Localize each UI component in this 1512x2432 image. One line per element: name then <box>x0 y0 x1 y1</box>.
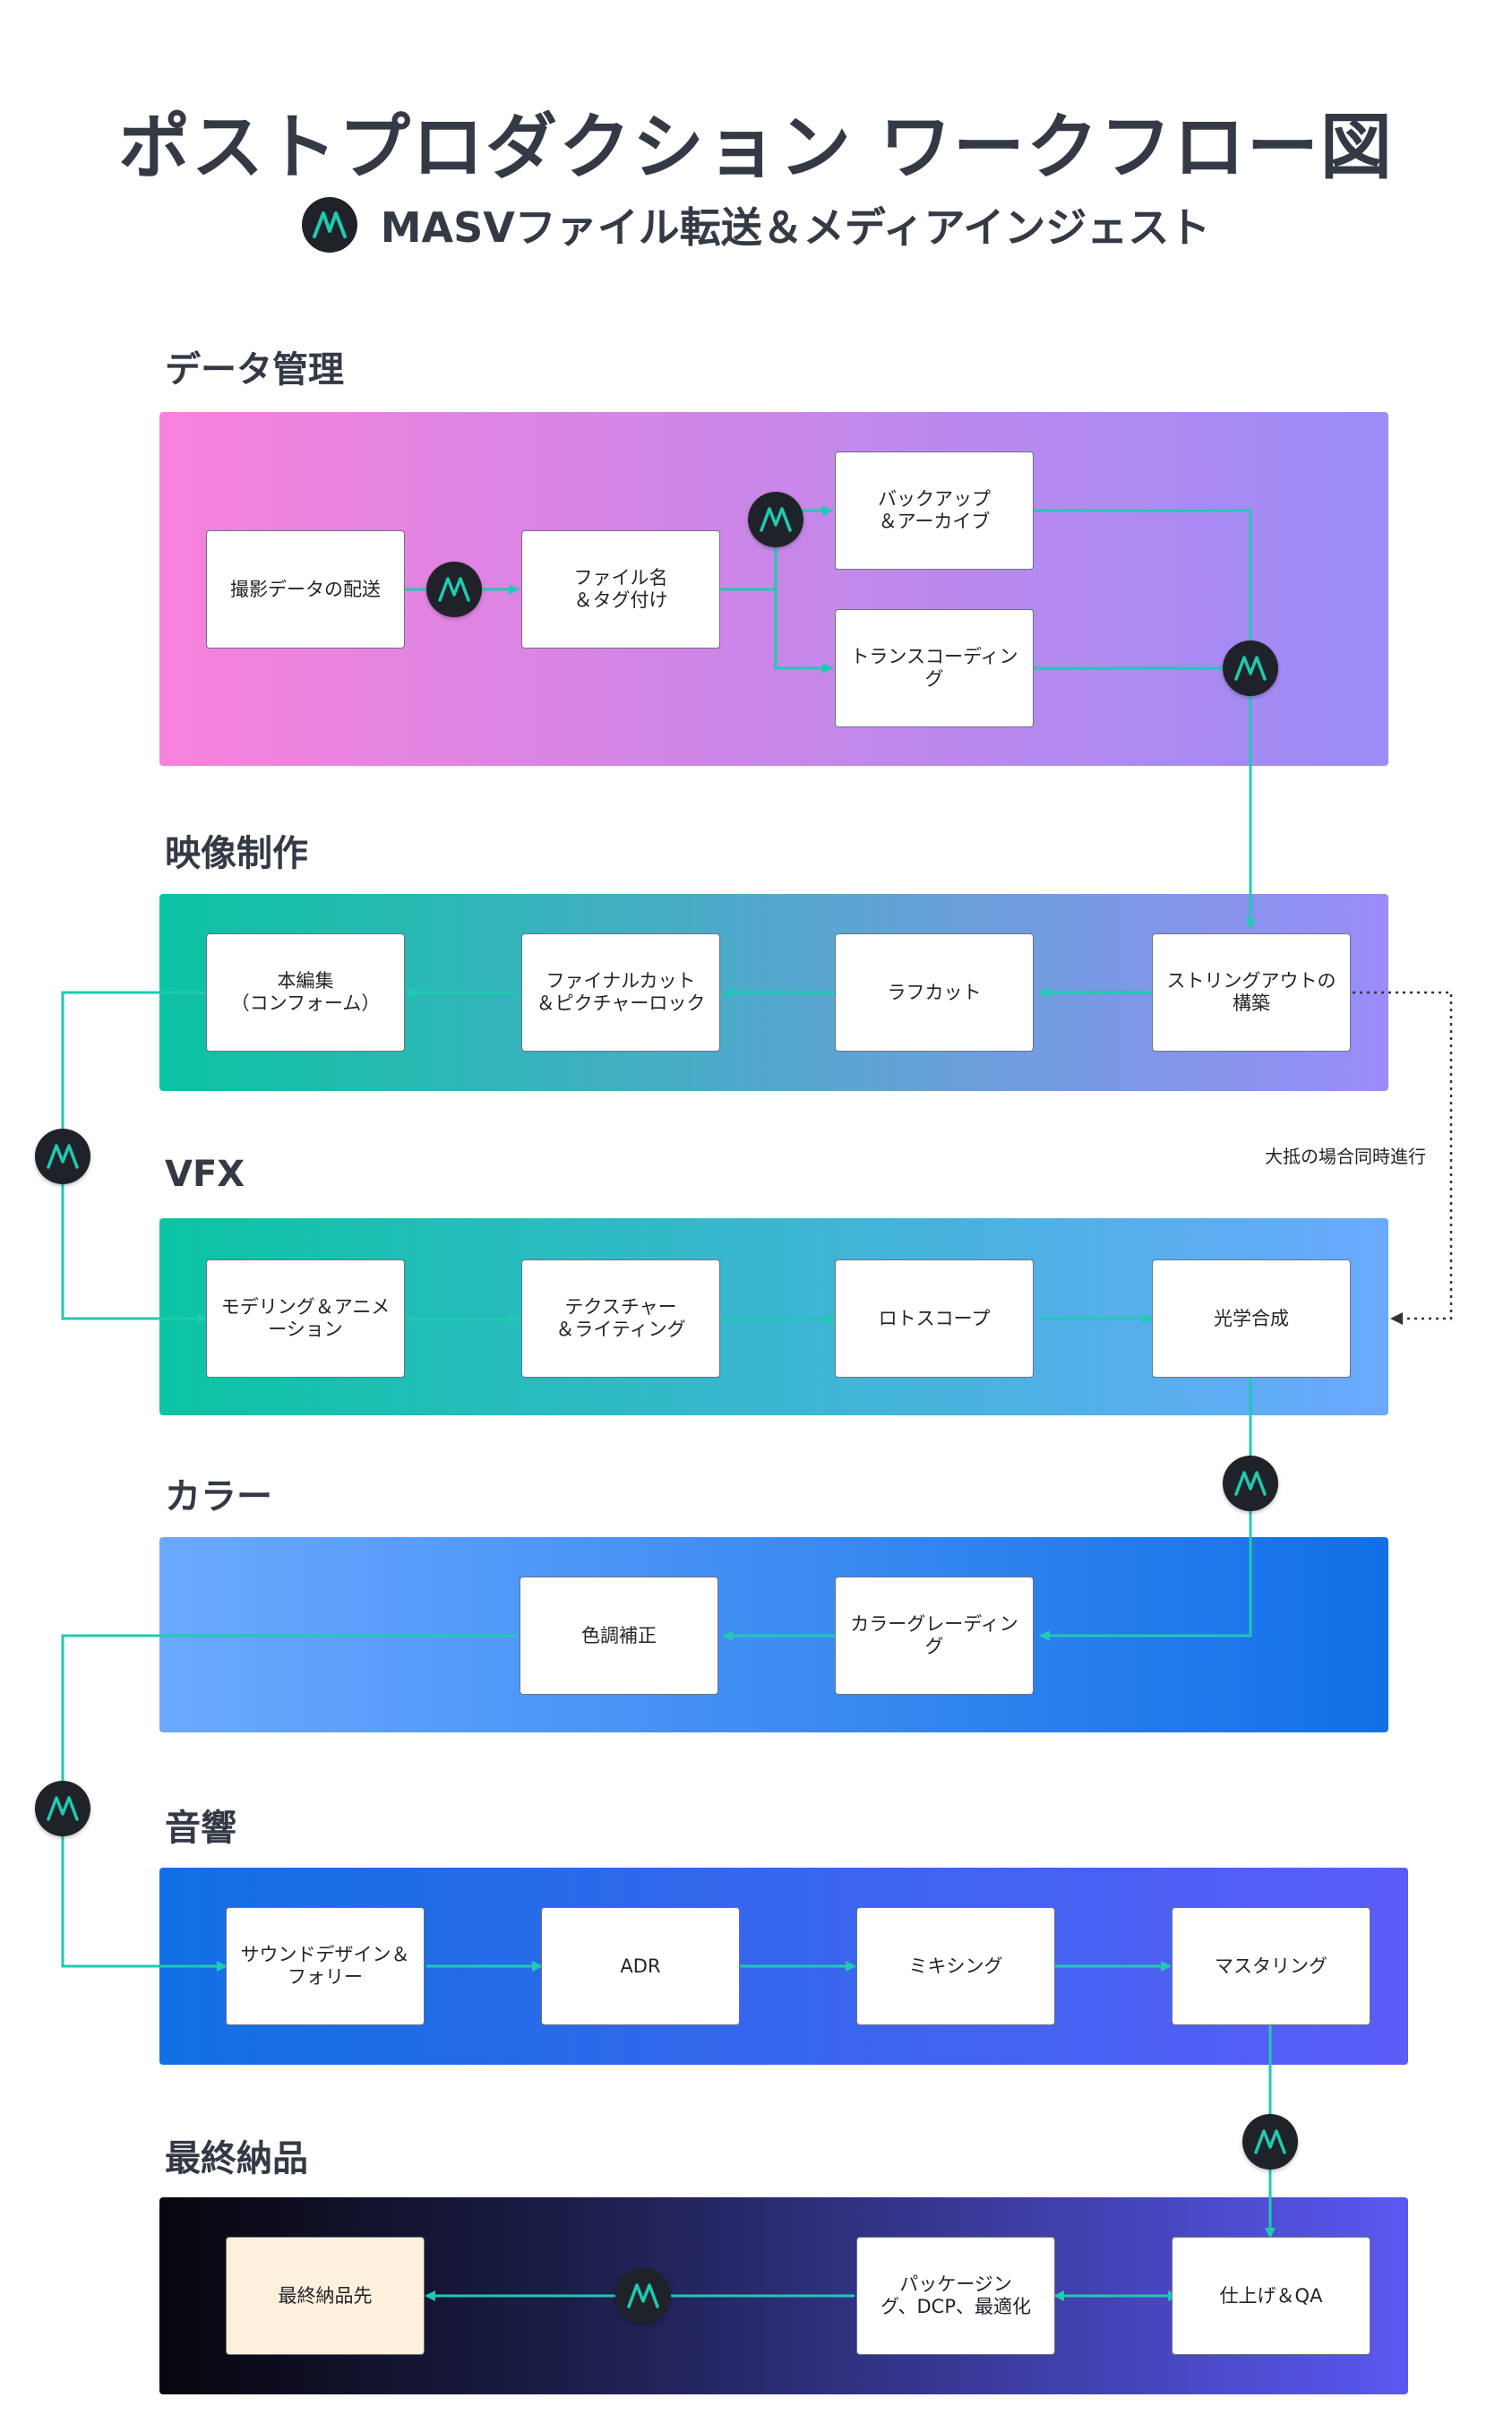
masv-logo-icon <box>1242 2114 1298 2170</box>
parallel-note: 大抵の場合同時進行 <box>1265 1146 1426 1167</box>
node-modeling: モデリング＆アニメ ーション <box>206 1259 405 1378</box>
node-texture: テクスチャー ＆ライティング <box>521 1259 720 1378</box>
masv-logo-icon <box>1223 1456 1278 1511</box>
masv-logo-icon <box>301 197 357 253</box>
node-mastering: マスタリング <box>1172 1907 1370 2025</box>
node-naming: ファイル名 ＆タグ付け <box>521 530 720 649</box>
node-finalcut: ファイナルカット ＆ピクチャーロック <box>521 933 720 1052</box>
section-label-color: カラー <box>165 1476 272 1517</box>
node-sounddesign: サウンドデザイン＆ フォリー <box>226 1907 425 2025</box>
node-transcode: トランスコーディン グ <box>835 609 1034 727</box>
node-correction: 色調補正 <box>520 1577 718 1695</box>
node-mixing: ミキシング <box>856 1907 1055 2025</box>
node-destination: 最終納品先 <box>226 2237 425 2355</box>
node-packaging: パッケージン グ、DCP、最適化 <box>856 2237 1055 2355</box>
masv-logo-icon <box>426 562 482 617</box>
node-finish: 仕上げ＆QA <box>1172 2237 1370 2355</box>
section-label-vfx: VFX <box>165 1154 245 1195</box>
node-grading: カラーグレーディン グ <box>835 1577 1034 1695</box>
section-label-sound: 音響 <box>165 1808 236 1849</box>
node-delivery: 撮影データの配送 <box>206 530 405 649</box>
section-label-video: 映像制作 <box>165 833 308 874</box>
node-conform: 本編集 （コンフォーム） <box>206 933 405 1052</box>
page-title: ポストプロダクション ワークフロー図 <box>118 106 1394 189</box>
masv-logo-icon <box>35 1129 90 1184</box>
masv-logo-icon <box>615 2268 671 2324</box>
node-roughcut: ラフカット <box>835 933 1034 1052</box>
node-adr: ADR <box>541 1907 740 2025</box>
node-composite: 光学合成 <box>1152 1259 1351 1378</box>
page-subtitle: MASVファイル転送＆メディアインジェスト <box>0 195 1512 254</box>
masv-logo-icon <box>1223 640 1278 696</box>
section-label-final: 最終納品 <box>165 2138 308 2179</box>
masv-logo-icon <box>35 1781 90 1836</box>
node-backup: バックアップ ＆アーカイブ <box>835 451 1034 570</box>
masv-logo-icon <box>748 492 803 547</box>
node-roto: ロトスコープ <box>835 1259 1034 1378</box>
section-label-data: データ管理 <box>165 349 344 391</box>
node-stringout: ストリングアウトの 構築 <box>1152 933 1351 1052</box>
subtitle-text: MASVファイル転送＆メディアインジェスト <box>380 203 1211 252</box>
